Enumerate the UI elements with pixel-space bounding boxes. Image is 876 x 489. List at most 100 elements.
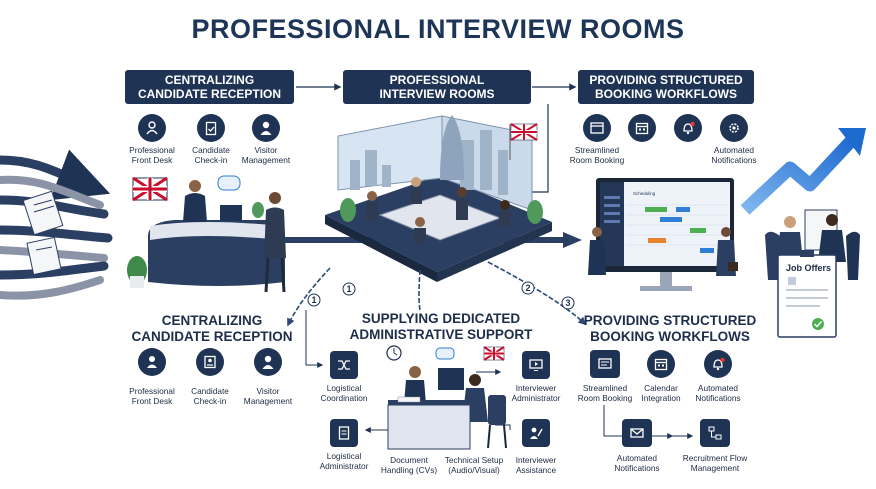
label-line: Interviewer bbox=[515, 383, 557, 393]
receptionist-icon bbox=[138, 348, 166, 376]
label-line: Notifications bbox=[614, 462, 660, 473]
heading-line: BOOKING WORKFLOWS bbox=[590, 329, 750, 344]
monitor-list-icon bbox=[590, 350, 620, 378]
label-line: Management bbox=[241, 154, 291, 165]
bell-icon bbox=[674, 114, 702, 142]
label-line: Notifications bbox=[695, 392, 741, 403]
scheduling-monitor bbox=[588, 178, 738, 291]
document-icon bbox=[330, 419, 358, 447]
heading-line: CANDIDATE RECEPTION bbox=[131, 329, 293, 344]
label-line: Logistical bbox=[326, 451, 362, 461]
step-number-2: 2 bbox=[525, 283, 531, 293]
gear-bulb-icon bbox=[720, 114, 748, 142]
top-left-heading-line1: CENTRALIZING bbox=[164, 73, 255, 87]
screen-header: Scheduling bbox=[633, 191, 656, 196]
monitor-play-icon bbox=[522, 351, 550, 379]
admin-support-scene bbox=[386, 345, 507, 450]
label-line: Automated bbox=[713, 145, 755, 155]
step-number-1b: 1 bbox=[346, 284, 352, 294]
calendar-icon bbox=[647, 350, 675, 378]
label-line: Check-in bbox=[193, 395, 227, 406]
label-line: Professional bbox=[129, 386, 175, 396]
label-line: (Audio/Visual) bbox=[448, 464, 500, 475]
label-line: Visitor bbox=[256, 386, 280, 396]
visitor-person-icon bbox=[254, 348, 282, 376]
heading-line: PROVIDING STRUCTURED bbox=[583, 313, 757, 328]
label-line: Handling (CVs) bbox=[380, 464, 438, 475]
label-line: Notifications bbox=[711, 154, 757, 165]
reception-desk-scene bbox=[127, 175, 286, 293]
label-line: Management bbox=[690, 462, 740, 473]
heading-line: SUPPLYING DEDICATED bbox=[361, 311, 521, 326]
clipboard-check-icon bbox=[197, 114, 225, 142]
label-line: Assistance bbox=[515, 464, 557, 475]
label-line: Coordination bbox=[320, 392, 368, 403]
label-line: Management bbox=[243, 395, 293, 406]
label-line: Integration bbox=[641, 392, 681, 403]
label-line: Room Booking bbox=[577, 392, 633, 403]
label-line: Administrator bbox=[511, 392, 561, 403]
label-line: Candidate bbox=[192, 145, 230, 155]
top-right-heading-line1: PROVIDING STRUCTURED bbox=[589, 73, 743, 87]
label-line: Document bbox=[390, 455, 428, 465]
top-center-heading-line2: INTERVIEW ROOMS bbox=[379, 87, 495, 101]
top-center-heading-line1: PROFESSIONAL bbox=[389, 73, 485, 87]
visitor-person-icon bbox=[252, 114, 280, 142]
receptionist-icon bbox=[138, 114, 166, 142]
interview-office-scene bbox=[325, 115, 552, 282]
id-card-icon bbox=[196, 348, 224, 376]
label-line: Front Desk bbox=[131, 395, 173, 406]
resume-papers bbox=[22, 190, 64, 276]
top-right-heading-line2: BOOKING WORKFLOWS bbox=[595, 87, 737, 101]
label-line: Streamlined bbox=[574, 145, 620, 155]
page-title: PROFESSIONAL INTERVIEW ROOMS bbox=[191, 14, 685, 44]
label-line: Room Booking bbox=[569, 154, 625, 165]
label-line: Front Desk bbox=[131, 154, 173, 165]
envelope-icon bbox=[622, 419, 652, 447]
label-line: Professional bbox=[129, 145, 175, 155]
label-line: Automated bbox=[697, 383, 739, 393]
pen-person-icon bbox=[522, 419, 550, 447]
bottom-label-technical-setup: Technical Setup(Audio/Visual) bbox=[437, 455, 511, 475]
step-number-3: 3 bbox=[565, 298, 571, 308]
browser-window-icon bbox=[583, 114, 611, 142]
label-line: Logistical bbox=[326, 383, 362, 393]
alert-bell-icon bbox=[704, 350, 732, 378]
top-left-heading-line2: CANDIDATE RECEPTION bbox=[137, 87, 282, 101]
label-line: Streamlined bbox=[582, 383, 628, 393]
label-line: Automated bbox=[616, 453, 658, 463]
step-number-1a: 1 bbox=[311, 295, 317, 305]
label-line: Candidate bbox=[191, 386, 229, 396]
flow-icon bbox=[700, 419, 730, 447]
label-line: Technical Setup bbox=[444, 455, 504, 465]
calendar-icon bbox=[628, 114, 656, 142]
shuffle-icon bbox=[330, 351, 358, 379]
label-line: Calendar bbox=[644, 383, 678, 393]
label-line: Interviewer bbox=[515, 455, 557, 465]
heading-line: ADMINISTRATIVE SUPPORT bbox=[349, 327, 533, 342]
job-offers-label: Job Offers bbox=[786, 263, 832, 273]
label-line: Recruitment Flow bbox=[682, 453, 748, 463]
